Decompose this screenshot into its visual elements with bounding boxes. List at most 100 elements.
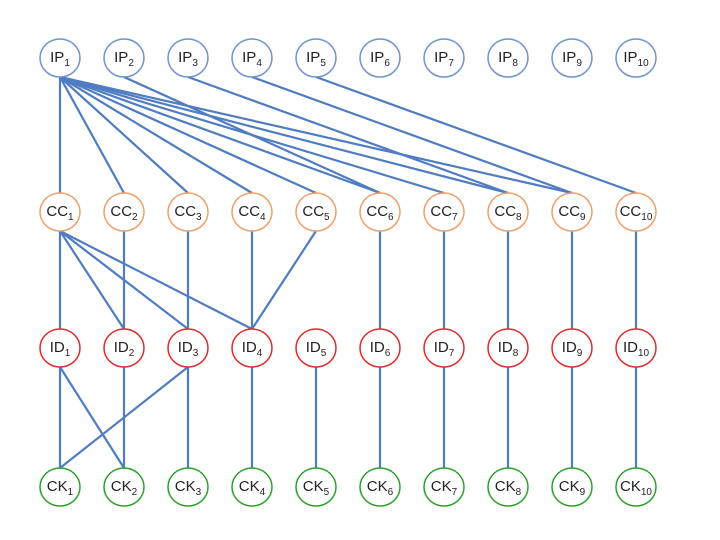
node-label-subscript: 5 [321, 348, 327, 359]
node-label-base: CK [239, 478, 260, 495]
node-circle [39, 192, 81, 232]
node-label-subscript: 6 [388, 212, 394, 223]
node-label: CK5 [303, 478, 330, 498]
edge-ip5-cc10 [315, 75, 637, 195]
node-label: CK7 [431, 478, 458, 498]
node-label-base: CC [110, 203, 132, 220]
node-label: IP6 [370, 49, 390, 69]
node-label-subscript: 1 [65, 348, 71, 359]
node-label-subscript: 3 [196, 212, 202, 223]
node-label-subscript: 8 [513, 348, 519, 359]
node-label-base: IP [370, 49, 384, 66]
node-circle [231, 192, 273, 232]
node-label-base: CC [174, 203, 196, 220]
node-label: ID2 [114, 339, 135, 359]
node-circle [167, 38, 209, 78]
node-label-base: ID [114, 339, 129, 356]
node-label: IP1 [50, 49, 70, 69]
node-label-base: CC [302, 203, 324, 220]
node-label-base: ID [306, 339, 321, 356]
node-label: CC8 [494, 203, 522, 223]
node-cc4: CC4 [231, 192, 273, 232]
node-label-subscript: 2 [129, 348, 135, 359]
node-label-base: IP [178, 49, 192, 66]
node-circle [615, 192, 657, 232]
node-circle [295, 192, 337, 232]
node-cc10: CC10 [615, 192, 657, 232]
node-id2: ID2 [103, 328, 145, 368]
node-label-base: ID [498, 339, 513, 356]
node-label: ID9 [562, 339, 583, 359]
node-label-base: CC [494, 203, 516, 220]
node-circle [487, 467, 529, 507]
node-label: CC9 [558, 203, 586, 223]
node-label: ID8 [498, 339, 519, 359]
node-label-base: IP [242, 49, 256, 66]
node-circle [167, 328, 209, 368]
node-circle [39, 467, 81, 507]
node-label-subscript: 10 [638, 58, 650, 69]
node-cc3: CC3 [167, 192, 209, 232]
node-label-subscript: 7 [449, 348, 455, 359]
node-label: CC1 [46, 203, 74, 223]
node-label-base: ID [434, 339, 449, 356]
node-ck2: CK2 [103, 467, 145, 507]
edge-cc1-id2 [59, 230, 125, 330]
node-circle [295, 328, 337, 368]
node-circle [39, 38, 81, 78]
node-label-subscript: 4 [256, 58, 262, 69]
node-circle [423, 192, 465, 232]
node-label: CC10 [620, 203, 653, 223]
node-label: ID7 [434, 339, 455, 359]
node-ip2: IP2 [103, 38, 145, 78]
node-label-subscript: 3 [192, 58, 198, 69]
edge-id1-ck2 [59, 366, 125, 469]
edges-layer [58, 75, 638, 469]
node-label: IP10 [623, 49, 649, 69]
node-ip5: IP5 [295, 38, 337, 78]
node-circle [615, 328, 657, 368]
node-label-subscript: 5 [324, 212, 330, 223]
node-ip7: IP7 [423, 38, 465, 78]
node-ck6: CK6 [359, 467, 401, 507]
node-ip3: IP3 [167, 38, 209, 78]
node-label-subscript: 5 [320, 58, 326, 69]
edge-ip1-cc8 [59, 75, 509, 195]
node-cc8: CC8 [487, 192, 529, 232]
node-label: CK1 [47, 478, 74, 498]
node-circle [167, 192, 209, 232]
node-cc7: CC7 [423, 192, 465, 232]
node-circle [615, 38, 657, 78]
node-label-base: CC [558, 203, 580, 220]
node-label-base: CK [495, 478, 516, 495]
node-cc1: CC1 [39, 192, 81, 232]
node-id10: ID10 [615, 328, 657, 368]
node-label: IP2 [114, 49, 134, 69]
node-ip4: IP4 [231, 38, 273, 78]
node-ip8: IP8 [487, 38, 529, 78]
node-circle [359, 467, 401, 507]
node-label-subscript: 1 [68, 212, 74, 223]
node-label-base: IP [306, 49, 320, 66]
node-id8: ID8 [487, 328, 529, 368]
node-ck9: CK9 [551, 467, 593, 507]
node-label-subscript: 8 [512, 58, 518, 69]
node-circle [295, 467, 337, 507]
node-label-subscript: 7 [452, 487, 458, 498]
node-label-subscript: 4 [260, 487, 266, 498]
node-label-base: ID [50, 339, 65, 356]
node-label-base: IP [562, 49, 576, 66]
node-label-base: CK [175, 478, 196, 495]
node-circle [39, 328, 81, 368]
node-label-base: IP [50, 49, 64, 66]
node-circle [423, 38, 465, 78]
node-id7: ID7 [423, 328, 465, 368]
node-label: CC7 [430, 203, 458, 223]
node-ck1: CK1 [39, 467, 81, 507]
node-cc9: CC9 [551, 192, 593, 232]
node-label-base: CK [47, 478, 68, 495]
node-label-base: CC [366, 203, 388, 220]
node-label: IP5 [306, 49, 326, 69]
node-circle [359, 38, 401, 78]
node-label: ID10 [623, 339, 650, 359]
